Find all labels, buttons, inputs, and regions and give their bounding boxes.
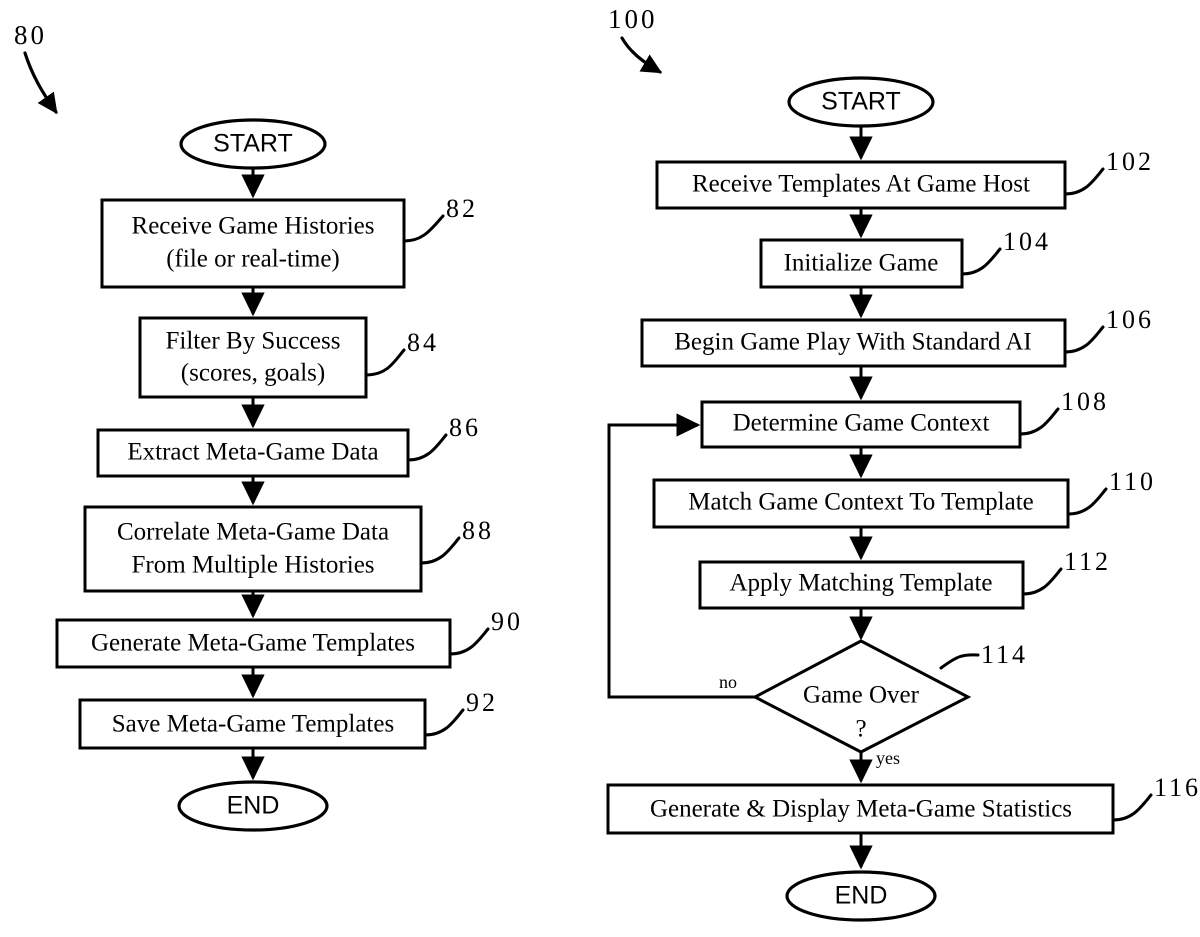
right-ref-116-leader bbox=[1111, 793, 1153, 822]
left-ref-82: 82 bbox=[446, 194, 478, 223]
right-ref-110: 110 bbox=[1109, 467, 1156, 496]
left-process-92-line1: Save Meta-Game Templates bbox=[112, 711, 394, 738]
left-ref-88-leader bbox=[419, 536, 461, 565]
left-process-90: Generate Meta-Game Templates 90 bbox=[55, 607, 523, 669]
right-ref-110-leader bbox=[1066, 487, 1108, 516]
left-process-82-line2: (file or real-time) bbox=[166, 246, 340, 273]
right-process-110-line1: Match Game Context To Template bbox=[688, 489, 1034, 516]
left-process-90-line1: Generate Meta-Game Templates bbox=[91, 630, 415, 657]
right-process-116-line1: Generate & Display Meta-Game Statistics bbox=[650, 796, 1072, 823]
right-ref-114-leader bbox=[939, 653, 980, 670]
right-start-label: START bbox=[821, 88, 901, 116]
figure-number-80-leader bbox=[23, 51, 58, 115]
figure-number-100: 100 bbox=[608, 4, 658, 34]
branch-label-yes: yes bbox=[876, 748, 900, 768]
right-process-108-line1: Determine Game Context bbox=[733, 410, 990, 437]
left-process-86-line1: Extract Meta-Game Data bbox=[127, 439, 378, 466]
right-ref-108-leader bbox=[1018, 407, 1060, 436]
right-process-110: Match Game Context To Template 110 bbox=[652, 467, 1156, 529]
left-start-label: START bbox=[213, 130, 293, 158]
left-process-82-line1: Receive Game Histories bbox=[132, 213, 375, 240]
left-ref-86-leader bbox=[406, 433, 448, 462]
right-decision-114-line1: Game Over bbox=[803, 682, 920, 709]
right-process-102: Receive Templates At Game Host 102 bbox=[655, 147, 1154, 210]
left-ref-84: 84 bbox=[407, 328, 439, 357]
figure-number-100-leader bbox=[620, 36, 663, 74]
right-end-label: END bbox=[835, 882, 888, 910]
left-ref-84-leader bbox=[364, 348, 406, 377]
left-process-92: Save Meta-Game Templates 92 bbox=[78, 688, 498, 750]
left-start-terminal: START bbox=[179, 118, 327, 170]
right-decision-114-line2: ? bbox=[855, 716, 866, 743]
left-end-label: END bbox=[227, 792, 280, 820]
right-ref-104: 104 bbox=[1003, 227, 1051, 256]
left-end-terminal: END bbox=[177, 780, 329, 832]
right-process-104: Initialize Game 104 bbox=[759, 227, 1051, 289]
right-start-terminal: START bbox=[787, 76, 935, 128]
right-ref-108: 108 bbox=[1061, 387, 1109, 416]
right-ref-102-leader bbox=[1063, 167, 1105, 196]
right-process-104-line1: Initialize Game bbox=[784, 250, 939, 277]
left-ref-86: 86 bbox=[449, 413, 481, 442]
right-loopback-connector-114-to-108 bbox=[607, 413, 755, 699]
right-end-terminal: END bbox=[785, 870, 937, 922]
right-process-112-line1: Apply Matching Template bbox=[729, 570, 992, 597]
left-process-86: Extract Meta-Game Data 86 bbox=[96, 413, 481, 478]
right-ref-116: 116 bbox=[1154, 773, 1200, 802]
left-ref-88: 88 bbox=[462, 516, 494, 545]
branch-label-no: no bbox=[719, 672, 737, 692]
left-process-84: Filter By Success (scores, goals) 84 bbox=[138, 316, 439, 399]
figure-number-80: 80 bbox=[14, 20, 47, 50]
left-process-84-line2: (scores, goals) bbox=[181, 360, 325, 387]
right-ref-112: 112 bbox=[1064, 547, 1111, 576]
right-ref-104-leader bbox=[960, 247, 1002, 276]
left-ref-92-leader bbox=[423, 708, 465, 737]
right-process-106-line1: Begin Game Play With Standard AI bbox=[674, 329, 1032, 356]
left-process-88-line2: From Multiple Histories bbox=[131, 552, 374, 579]
left-process-82: Receive Game Histories (file or real-tim… bbox=[100, 194, 478, 289]
right-process-102-line1: Receive Templates At Game Host bbox=[692, 171, 1030, 198]
right-ref-106: 106 bbox=[1106, 305, 1154, 334]
right-ref-102: 102 bbox=[1106, 147, 1154, 176]
left-process-88-line1: Correlate Meta-Game Data bbox=[117, 519, 389, 546]
figure-number-100-group: 100 bbox=[608, 4, 663, 74]
right-process-108: Determine Game Context 108 bbox=[700, 387, 1109, 449]
right-decision-114: Game Over ? 114 bbox=[751, 639, 1028, 754]
right-ref-106-leader bbox=[1063, 325, 1105, 354]
left-ref-92: 92 bbox=[466, 688, 498, 717]
right-ref-112-leader bbox=[1021, 567, 1063, 596]
left-ref-90-leader bbox=[448, 627, 490, 656]
right-process-106: Begin Game Play With Standard AI 106 bbox=[640, 305, 1154, 368]
figure-number-80-group: 80 bbox=[14, 20, 58, 115]
left-ref-82-leader bbox=[402, 214, 445, 243]
right-process-116: Generate & Display Meta-Game Statistics … bbox=[606, 773, 1200, 835]
left-ref-90: 90 bbox=[491, 607, 523, 636]
right-process-112: Apply Matching Template 112 bbox=[698, 547, 1111, 610]
left-process-84-line1: Filter By Success bbox=[166, 328, 341, 355]
left-process-88: Correlate Meta-Game Data From Multiple H… bbox=[83, 505, 494, 593]
right-ref-114: 114 bbox=[981, 640, 1028, 669]
